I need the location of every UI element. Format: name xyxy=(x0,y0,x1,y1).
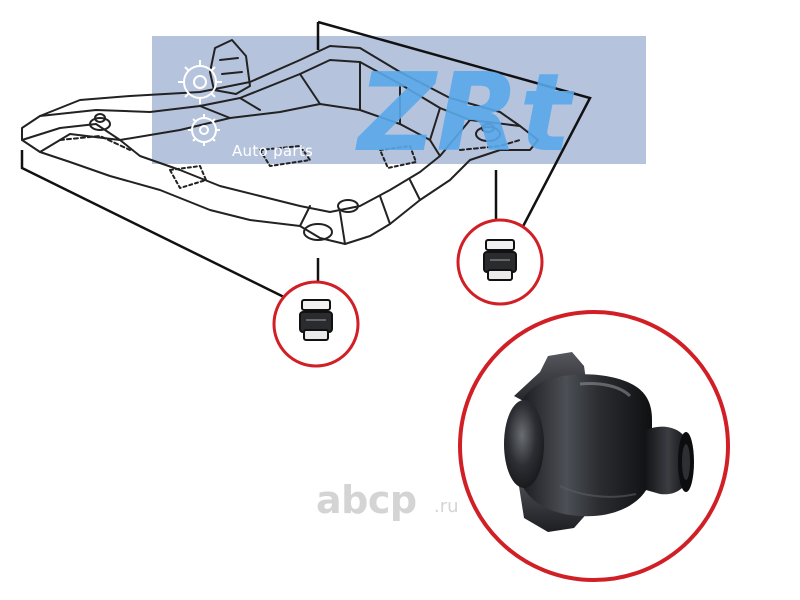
watermark-subtitle: Auto parts xyxy=(232,142,314,160)
watermark-logo: ZRt xyxy=(178,51,574,176)
site-watermark-name: abcp xyxy=(316,478,417,522)
bushing-callout-left xyxy=(272,280,360,368)
bushing-small-left xyxy=(299,299,333,341)
bushing-callout-right xyxy=(456,218,544,306)
gear-icon xyxy=(178,60,222,104)
bushing-photo xyxy=(504,352,694,532)
leader-lines xyxy=(20,20,592,302)
gear-icon xyxy=(188,114,220,146)
site-watermark-tld: .ru xyxy=(434,496,459,517)
bushing-small-right xyxy=(483,239,517,281)
logo-letters: ZRt xyxy=(355,51,574,176)
subframe-drawing xyxy=(21,39,539,245)
bushing-callout-zoom xyxy=(458,310,730,582)
